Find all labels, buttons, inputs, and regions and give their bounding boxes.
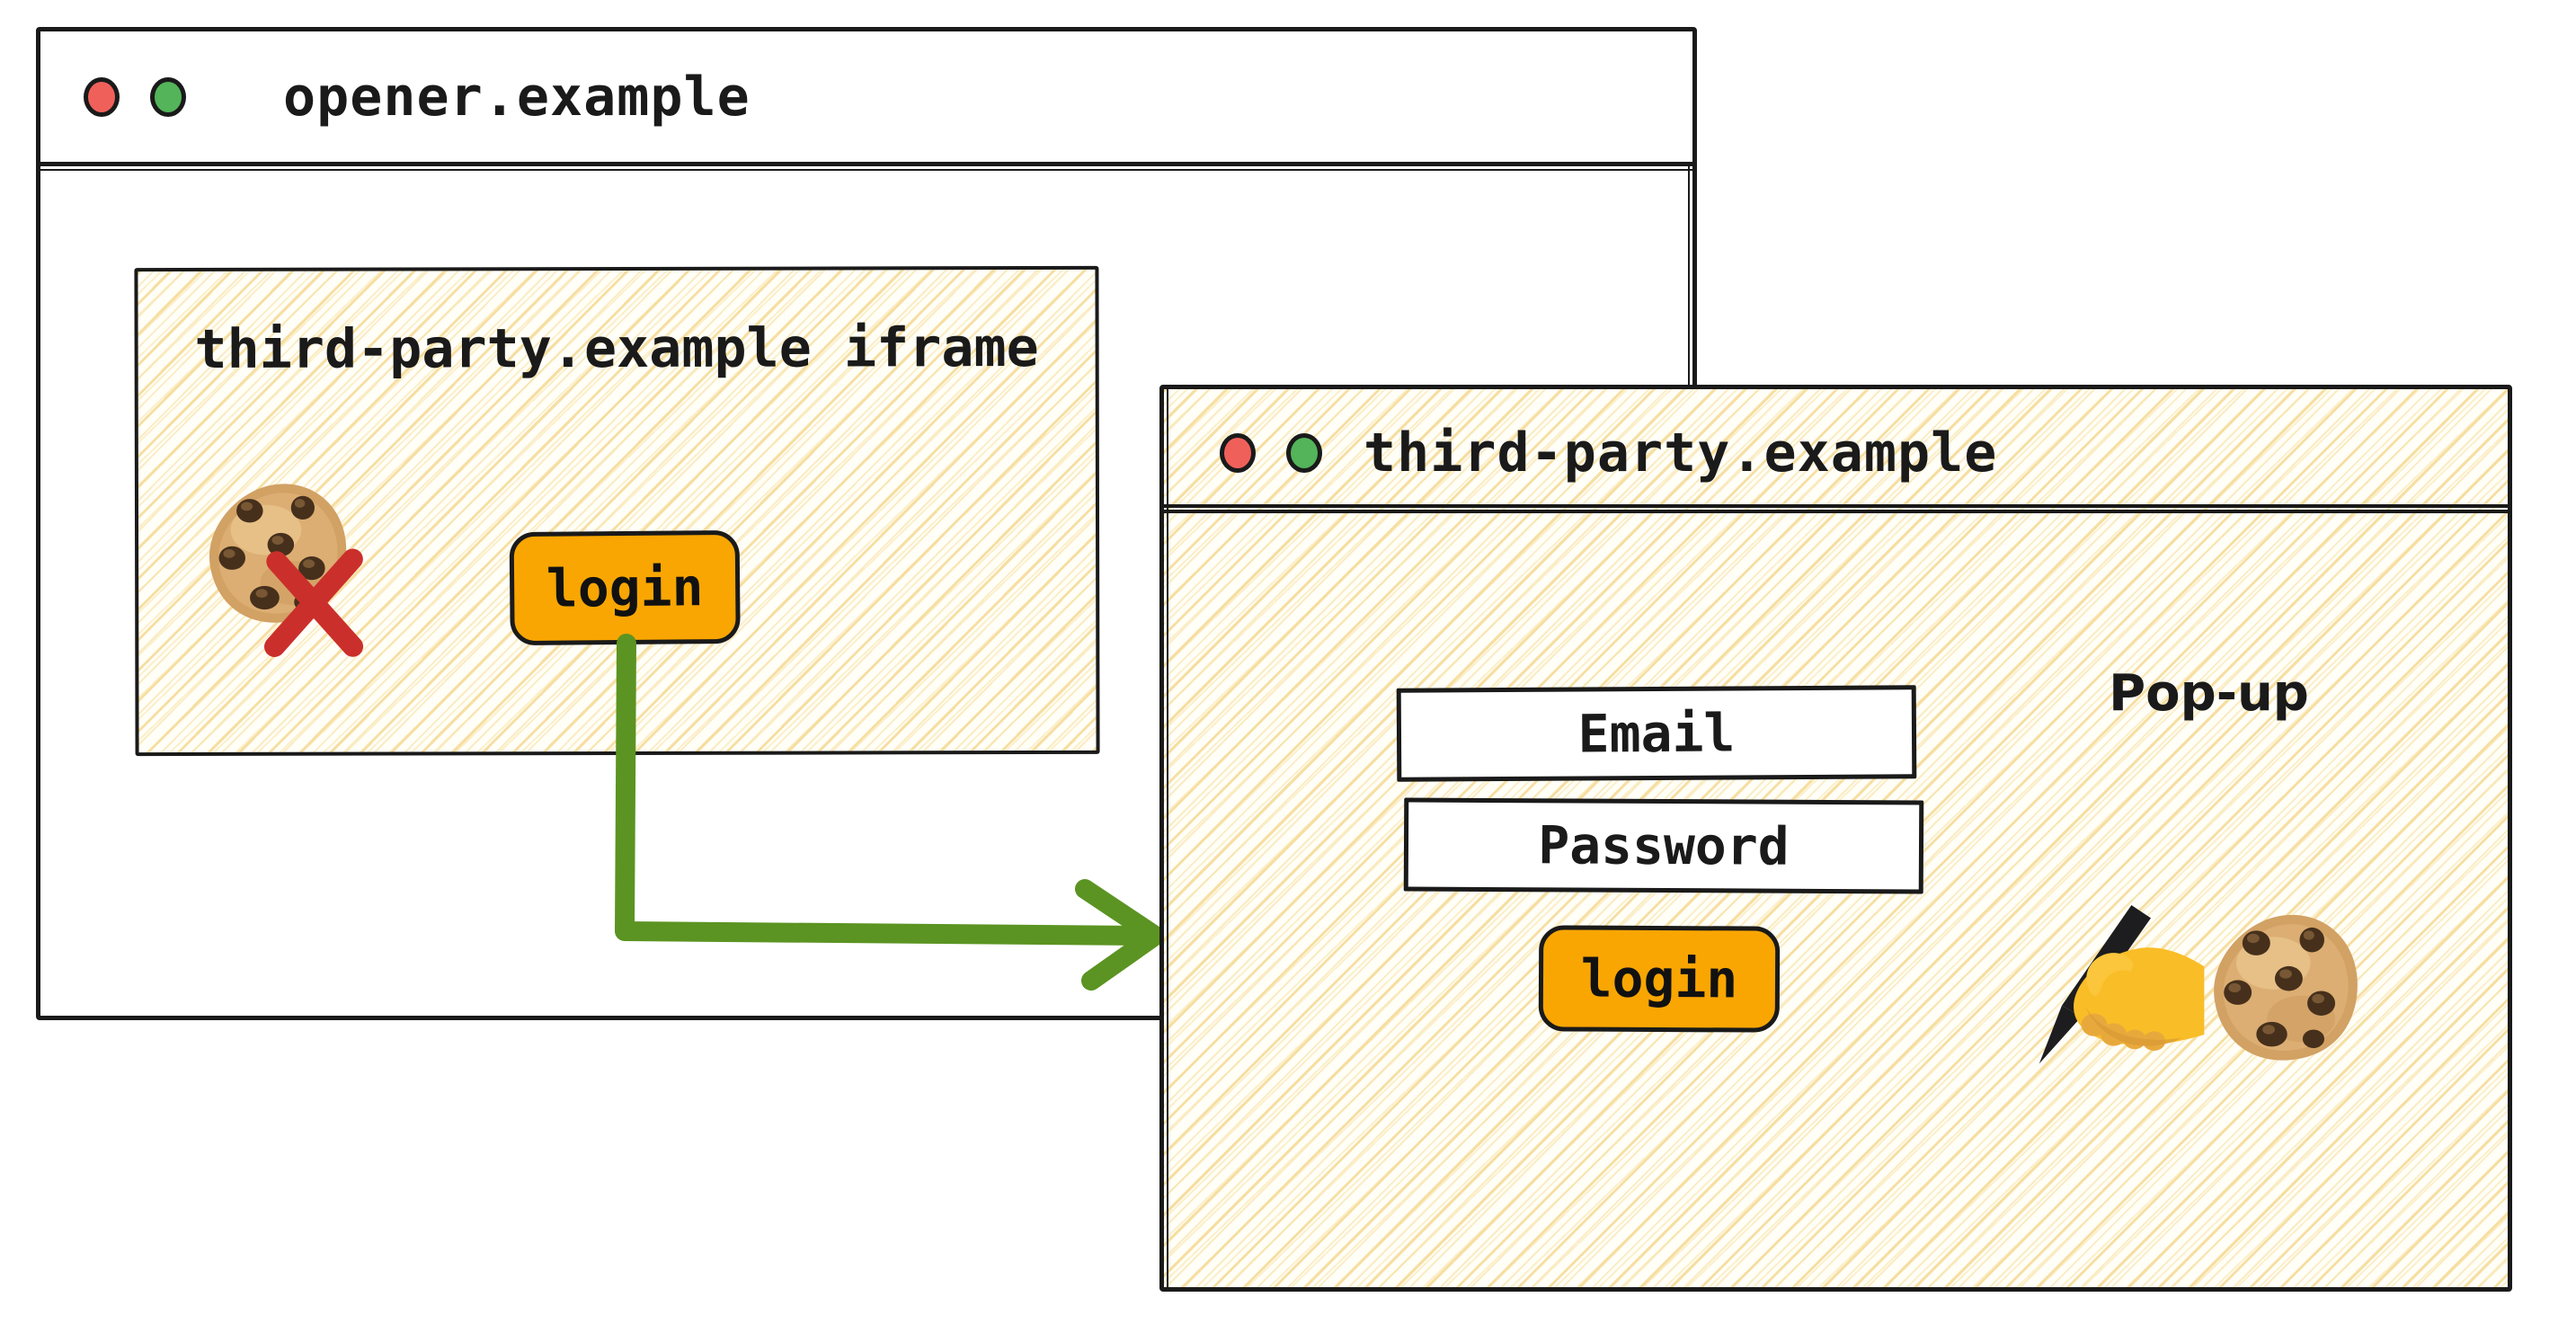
traffic-light-red-icon[interactable] — [1220, 433, 1256, 473]
cookie-icon — [2214, 914, 2358, 1061]
red-cross-icon — [257, 543, 372, 663]
email-field-label: Email — [1577, 702, 1736, 765]
iframe-login-button-label: login — [546, 556, 704, 619]
popup-titlebar: third-party.example — [1164, 389, 2508, 513]
traffic-light-red-icon[interactable] — [84, 76, 120, 117]
writing-hand-icon — [2039, 905, 2205, 1064]
opener-titlebar: opener.example — [40, 31, 1692, 171]
popup-login-button[interactable]: login — [1538, 925, 1781, 1033]
iframe-login-button[interactable]: login — [509, 529, 741, 646]
traffic-light-green-icon[interactable] — [150, 76, 186, 117]
popup-window: third-party.example Email Password login… — [1159, 385, 2512, 1292]
blocked-cookie-icon — [201, 479, 403, 673]
email-field[interactable]: Email — [1396, 685, 1917, 782]
password-field[interactable]: Password — [1403, 797, 1924, 894]
traffic-light-green-icon[interactable] — [1286, 433, 1322, 473]
third-party-iframe: third-party.example iframe login — [134, 265, 1100, 757]
password-field-label: Password — [1538, 814, 1790, 877]
iframe-label: third-party.example iframe — [194, 316, 1039, 381]
popup-annotation-label: Pop-up — [2109, 664, 2309, 723]
popup-window-title: third-party.example — [1364, 422, 1998, 484]
opener-window-title: opener.example — [283, 65, 751, 129]
popup-login-button-label: login — [1580, 947, 1738, 1010]
